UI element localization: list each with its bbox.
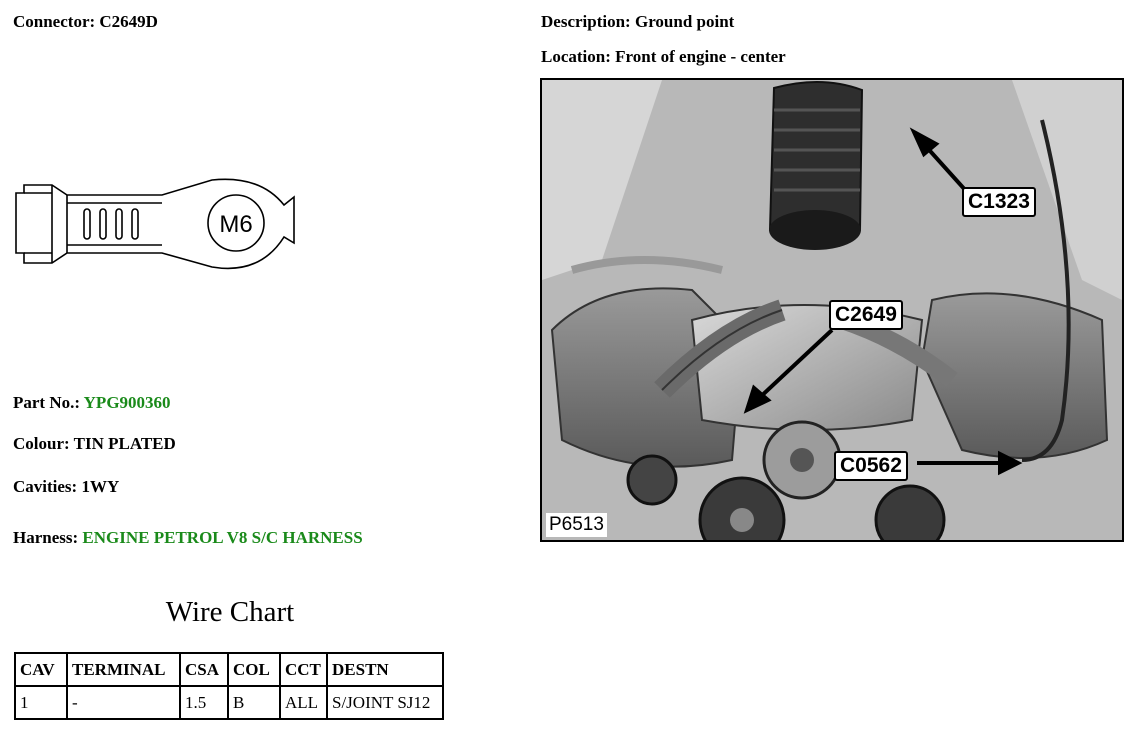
part-no-line: Part No.: YPG900360	[13, 393, 171, 413]
header-cct: CCT	[279, 652, 328, 687]
cell-cav: 1	[14, 685, 68, 720]
cavities-line: Cavities: 1WY	[13, 477, 119, 497]
harness-line: Harness: ENGINE PETROL V8 S/C HARNESS	[13, 528, 363, 548]
cell-csa: 1.5	[179, 685, 229, 720]
part-no-link[interactable]: YPG900360	[83, 393, 171, 412]
description-value: Ground point	[634, 12, 735, 31]
part-no-label: Part No.:	[13, 393, 81, 412]
table-header-row: CAV TERMINAL CSA COL CCT DESTN	[14, 652, 444, 687]
cell-terminal: -	[66, 685, 181, 720]
header-col: COL	[227, 652, 281, 687]
location-value: Front of engine - center	[615, 47, 786, 66]
wire-chart-title: Wire Chart	[165, 596, 295, 628]
header-cav: CAV	[14, 652, 68, 687]
cavities-value: 1WY	[81, 477, 120, 496]
callout-c0562: C0562	[834, 451, 908, 481]
stud-marking: M6	[219, 211, 252, 238]
table-row: 1 - 1.5 B ALL S/JOINT SJ12	[14, 685, 444, 720]
header-csa: CSA	[179, 652, 229, 687]
harness-label: Harness:	[13, 528, 79, 547]
cell-col: B	[227, 685, 281, 720]
harness-link[interactable]: ENGINE PETROL V8 S/C HARNESS	[82, 528, 363, 547]
ring-terminal-diagram: M6	[15, 178, 295, 270]
callout-c2649: C2649	[829, 300, 903, 330]
connector-line: Connector: C2649D	[13, 12, 158, 32]
colour-label: Colour:	[13, 434, 70, 453]
wire-chart-table: CAV TERMINAL CSA COL CCT DESTN 1 - 1.5 B…	[14, 652, 444, 720]
colour-value: TIN PLATED	[73, 434, 176, 453]
connector-label: Connector:	[13, 12, 96, 31]
cell-destn: S/JOINT SJ12	[326, 685, 444, 720]
colour-line: Colour: TIN PLATED	[13, 434, 176, 454]
location-label: Location:	[541, 47, 611, 66]
photo-reference: P6513	[546, 513, 607, 537]
description-label: Description:	[541, 12, 631, 31]
cell-cct: ALL	[279, 685, 328, 720]
header-terminal: TERMINAL	[66, 652, 181, 687]
location-line: Location: Front of engine - center	[541, 47, 786, 67]
connector-value: C2649D	[99, 12, 158, 31]
header-destn: DESTN	[326, 652, 444, 687]
cavities-label: Cavities:	[13, 477, 78, 496]
description-line: Description: Ground point	[541, 12, 734, 32]
engine-location-image: C1323 C2649 C0562 P6513	[540, 78, 1124, 542]
callout-c1323: C1323	[962, 187, 1036, 217]
